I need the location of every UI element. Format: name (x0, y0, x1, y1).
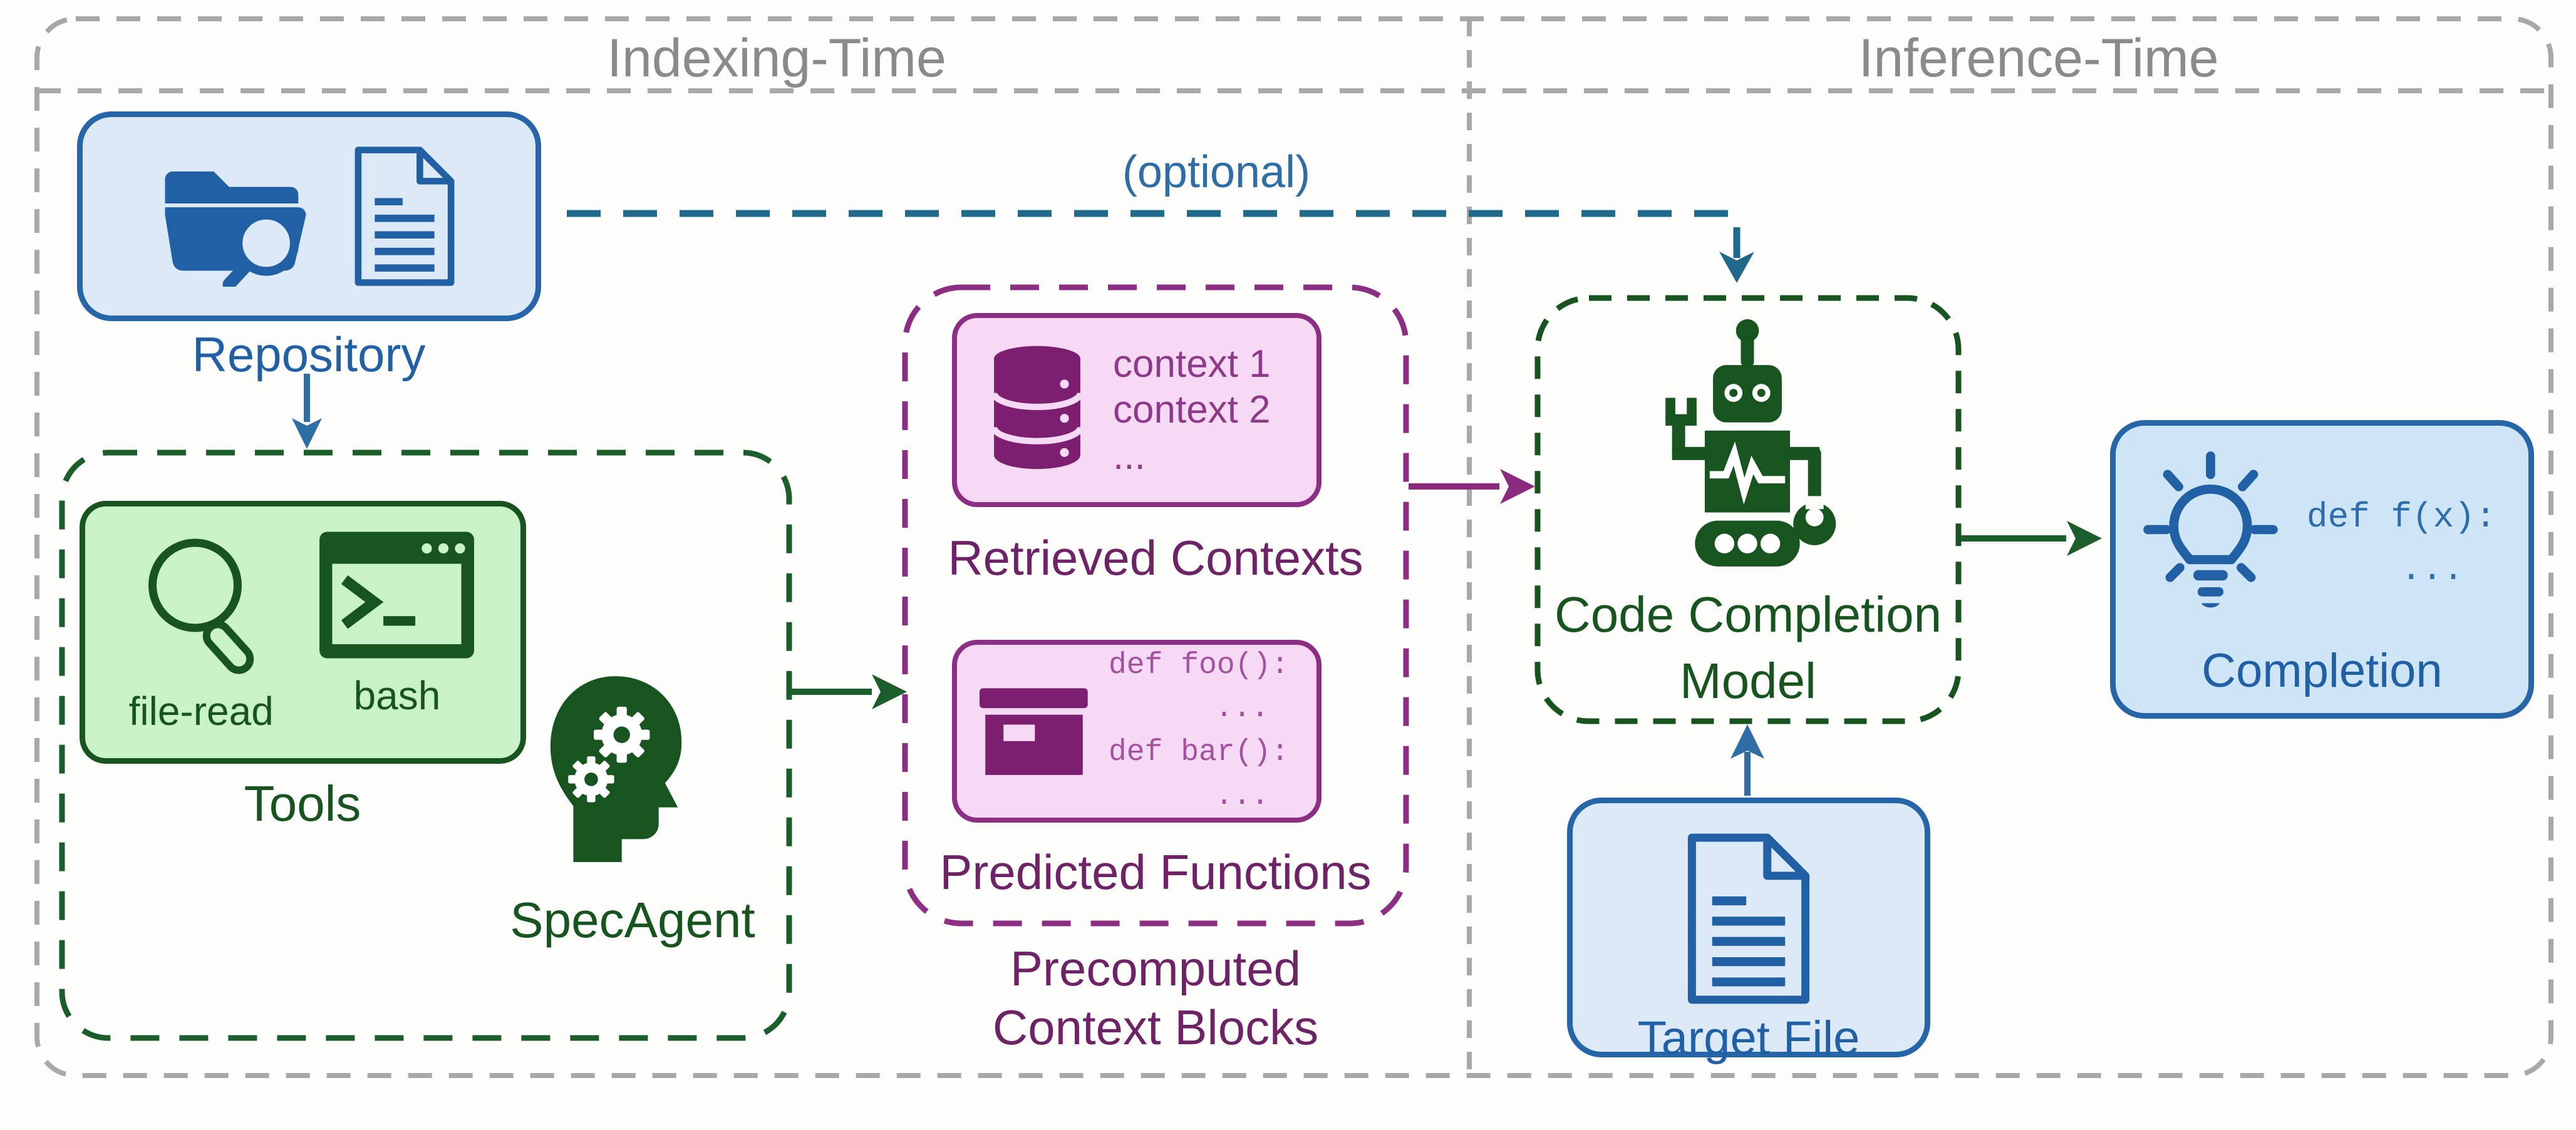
code-completion-model-label-line2: Model (1680, 653, 1816, 709)
targetfile-to-model-arrowhead (1730, 724, 1764, 759)
predicted-functions-label: Predicted Functions (939, 845, 1372, 900)
context-item: ... (1113, 434, 1146, 478)
optional-connector-line (567, 210, 1741, 258)
document-icon (1687, 833, 1810, 1004)
tool-bash-label: bash (353, 673, 441, 718)
database-icon (991, 346, 1084, 470)
lightbulb-icon (2143, 451, 2278, 608)
code-line: def bar(): (1109, 736, 1290, 769)
completion-content-row: def f(x): ... (2116, 426, 2528, 635)
section-title-inference-time: Inference-Time (1858, 28, 2219, 88)
completion-box: def f(x): ... Completion (2110, 420, 2534, 719)
code-completion-model-label-line1: Code Completion (1554, 587, 1942, 642)
code-line: def foo(): (1109, 648, 1290, 682)
code-line: ... (1215, 692, 1270, 726)
precomputed-context-blocks-label-line1: Precomputed (1010, 941, 1301, 996)
tools-label: Tools (244, 776, 361, 831)
repository-box (77, 111, 541, 321)
completion-label: Completion (2201, 644, 2443, 697)
terminal-icon (319, 532, 475, 659)
tool-file-read: file-read (129, 528, 274, 734)
target-file-label: Target File (1637, 1012, 1860, 1065)
section-title-indexing-time: Indexing-Time (607, 28, 946, 88)
tool-bash: bash (317, 528, 477, 719)
repository-label: Repository (192, 327, 426, 382)
target-file-icon-wrap (1680, 830, 1818, 1011)
precomputed-to-model-arrowhead (1500, 469, 1535, 504)
folder-search-icon (165, 171, 306, 287)
code-line: ... (2401, 549, 2464, 590)
target-file-box: Target File (1567, 798, 1930, 1065)
precomputed-context-blocks-label-line2: Context Blocks (992, 1000, 1319, 1055)
code-window-icon (980, 688, 1088, 775)
spec-agent-label: SpecAgent (510, 892, 755, 948)
code-line: def f(x): (2307, 496, 2496, 537)
context-item: context 1 (1113, 342, 1271, 386)
retrieved-context-list: context 1 context 2 ... (1113, 341, 1271, 478)
context-item: context 2 (1113, 388, 1271, 432)
predicted-code-snippet: def foo(): ... def bar(): ... (1109, 644, 1289, 818)
tools-box: file-read bash (80, 501, 526, 764)
completion-code-snippet: def f(x): ... (2307, 491, 2496, 596)
magnifier-icon (148, 538, 254, 674)
code-line: ... (1215, 779, 1270, 813)
tool-file-read-label: file-read (128, 689, 274, 734)
model-to-completion-arrowhead (2067, 521, 2102, 556)
predicted-functions-box: def foo(): ... def bar(): ... (952, 640, 1322, 823)
optional-connector-arrowhead (1719, 252, 1754, 283)
document-icon (354, 146, 455, 286)
head-gears-icon (550, 676, 682, 862)
repository-to-specagent-arrowhead (292, 418, 322, 449)
retrieved-contexts-label: Retrieved Contexts (948, 530, 1363, 585)
retrieved-contexts-box: context 1 context 2 ... (952, 313, 1322, 507)
specagent-to-precomputed-arrowhead (872, 674, 907, 709)
optional-annotation: (optional) (1122, 147, 1311, 197)
robot-icon (1665, 319, 1836, 567)
